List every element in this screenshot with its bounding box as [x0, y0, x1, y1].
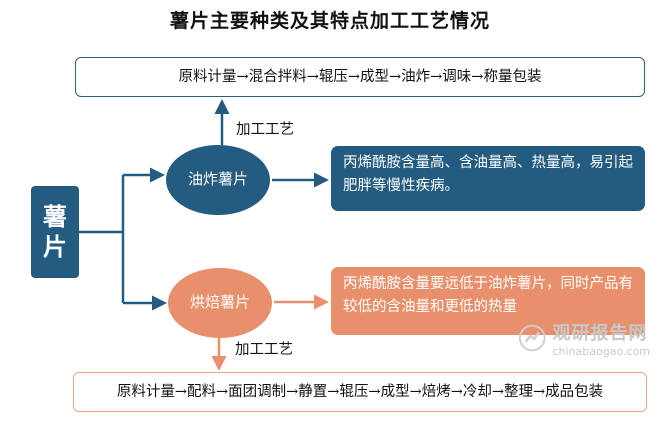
fried-process-box: 原料计量→混合拌料→辊压→成型→油炸→调味→称量包装: [75, 57, 645, 97]
watermark-logo-icon: [518, 324, 546, 352]
watermark: 观研报告网 chinabaogao.com: [518, 316, 650, 360]
fried-chips-node: 油炸薯片: [166, 145, 270, 215]
baked-process-label: 加工工艺: [235, 342, 293, 358]
diagram-title: 薯片主要种类及其特点加工工艺情况: [169, 10, 490, 32]
watermark-cn: 观研报告网: [552, 322, 648, 344]
baked-chips-label: 烘焙薯片: [190, 293, 251, 312]
fried-chips-label: 油炸薯片: [188, 170, 249, 189]
baked-description-box: 丙烯酰胺含量要远低于油炸薯片，同时产品有较低的含油量和更低的热量: [331, 267, 645, 335]
root-node: 薯片: [31, 186, 79, 278]
baked-description-text: 丙烯酰胺含量要远低于油炸薯片，同时产品有较低的含油量和更低的热量: [343, 276, 633, 316]
root-label: 薯片: [43, 202, 67, 261]
watermark-en: chinabaogao.com: [552, 344, 651, 358]
fried-description-box: 丙烯酰胺含量高、含油量高、热量高，易引起肥胖等慢性疾病。: [331, 146, 645, 211]
fried-description-text: 丙烯酰胺含量高、含油量高、热量高，易引起肥胖等慢性疾病。: [343, 155, 633, 195]
baked-process-text: 原料计量→配料→面团调制→静置→辊压→成型→焙烤→冷却→整理→成品包装: [116, 383, 604, 400]
baked-chips-node: 烘焙薯片: [168, 268, 272, 338]
fried-process-text: 原料计量→混合拌料→辊压→成型→油炸→调味→称量包装: [178, 68, 542, 85]
fried-process-label: 加工工艺: [236, 122, 294, 138]
baked-process-box: 原料计量→配料→面团调制→静置→辊压→成型→焙烤→冷却→整理→成品包装: [73, 372, 647, 412]
